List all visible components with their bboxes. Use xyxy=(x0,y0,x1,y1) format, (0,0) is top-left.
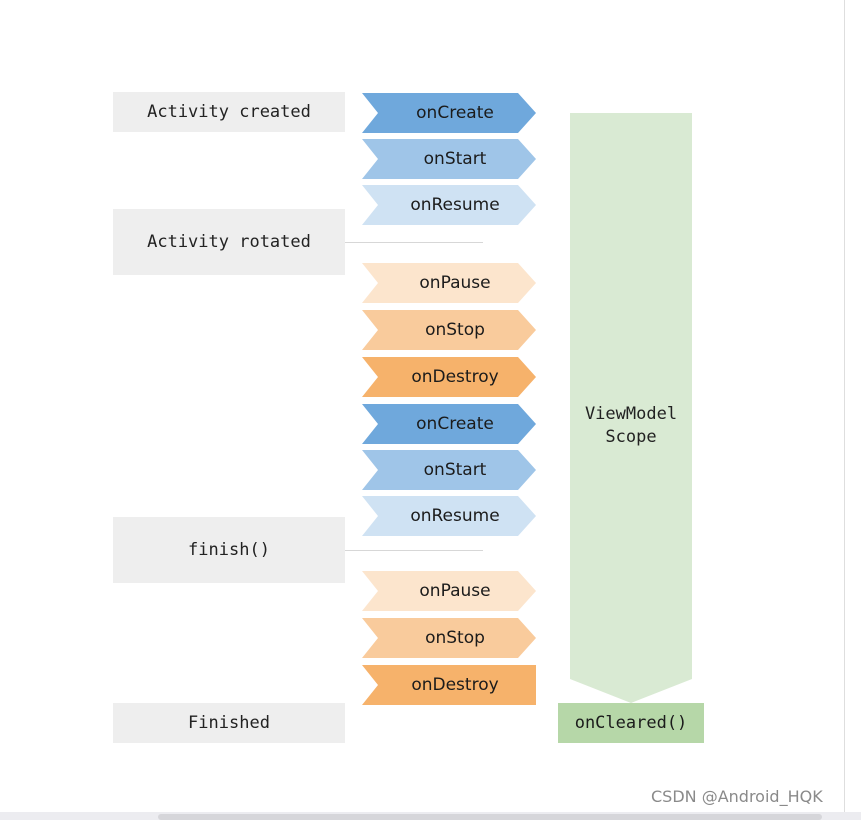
callback-on-create: onCreate xyxy=(362,93,536,133)
scrollbar-thumb[interactable] xyxy=(158,814,822,820)
watermark-text: CSDN @Android_HQK xyxy=(651,787,823,806)
page-edge-line xyxy=(844,0,845,812)
connector-rotated xyxy=(345,242,483,243)
callback-on-pause-2: onPause xyxy=(362,571,536,611)
callback-on-destroy: onDestroy xyxy=(362,357,536,397)
callback-on-stop-2: onStop xyxy=(362,618,536,658)
callback-on-resume-2: onResume xyxy=(362,496,536,536)
viewmodel-scope-label: ViewModel Scope xyxy=(570,403,692,449)
callback-on-destroy-2: onDestroy xyxy=(362,665,536,705)
callback-on-pause: onPause xyxy=(362,263,536,303)
state-activity-created: Activity created xyxy=(113,92,345,132)
state-activity-rotated: Activity rotated xyxy=(113,209,345,275)
callback-on-resume: onResume xyxy=(362,185,536,225)
state-finished: Finished xyxy=(113,703,345,743)
viewmodel-scope-arrow xyxy=(570,113,692,703)
callback-on-start: onStart xyxy=(362,139,536,179)
scope-label-line1: ViewModel xyxy=(584,404,678,424)
state-finish-call: finish() xyxy=(113,517,345,583)
scope-label-line2: Scope xyxy=(605,427,657,447)
callback-on-start-2: onStart xyxy=(362,450,536,490)
callback-on-create-2: onCreate xyxy=(362,404,536,444)
on-cleared-box: onCleared() xyxy=(558,703,704,743)
connector-finish xyxy=(345,550,483,551)
callback-on-stop: onStop xyxy=(362,310,536,350)
